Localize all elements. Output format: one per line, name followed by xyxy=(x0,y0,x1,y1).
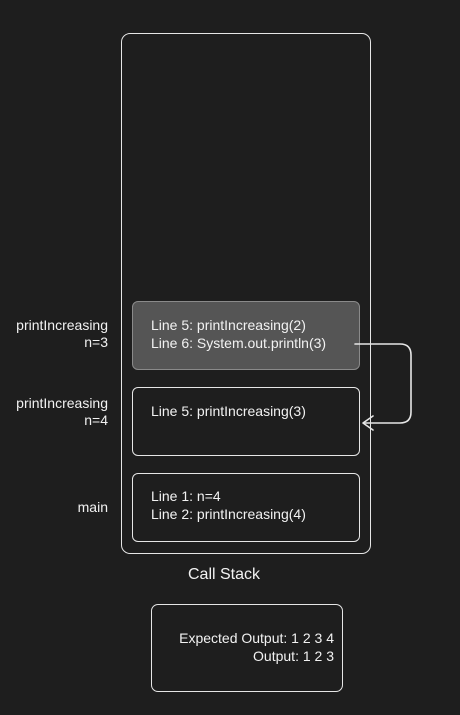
frame-function-name: printIncreasing xyxy=(16,317,108,333)
frame-line-1: Line 5: printIncreasing(3) xyxy=(151,403,306,419)
frame-param: n=4 xyxy=(84,412,108,428)
frame-param: n=3 xyxy=(84,334,108,350)
expected-output: Expected Output: 1 2 3 4 xyxy=(179,630,334,646)
stack-frame-printincreasing-n4: Line 5: printIncreasing(3) xyxy=(132,387,360,456)
actual-output: Output: 1 2 3 xyxy=(253,648,334,664)
frame-line-1: Line 1: n=4 xyxy=(151,488,221,504)
output-box: Expected Output: 1 2 3 4 Output: 1 2 3 xyxy=(151,604,343,692)
call-stack-container xyxy=(121,33,371,554)
frame-line-2: Line 2: printIncreasing(4) xyxy=(151,505,306,522)
call-stack-title: Call Stack xyxy=(188,566,261,583)
frame-line-2: Line 6: System.out.println(3) xyxy=(151,334,327,351)
frame-label-main: main xyxy=(78,499,108,516)
frame-function-name: printIncreasing xyxy=(16,395,108,411)
frame-line-1: Line 5: printIncreasing(2) xyxy=(151,317,306,333)
stack-frame-main: Line 1: n=4 Line 2: printIncreasing(4) xyxy=(132,473,360,542)
frame-function-name: main xyxy=(77,499,108,515)
frame-label-printincreasing-n3: printIncreasing n=3 xyxy=(16,317,108,351)
stack-frame-printincreasing-n3: Line 5: printIncreasing(2) Line 6: Syste… xyxy=(132,301,360,370)
frame-label-printincreasing-n4: printIncreasing n=4 xyxy=(16,395,108,429)
